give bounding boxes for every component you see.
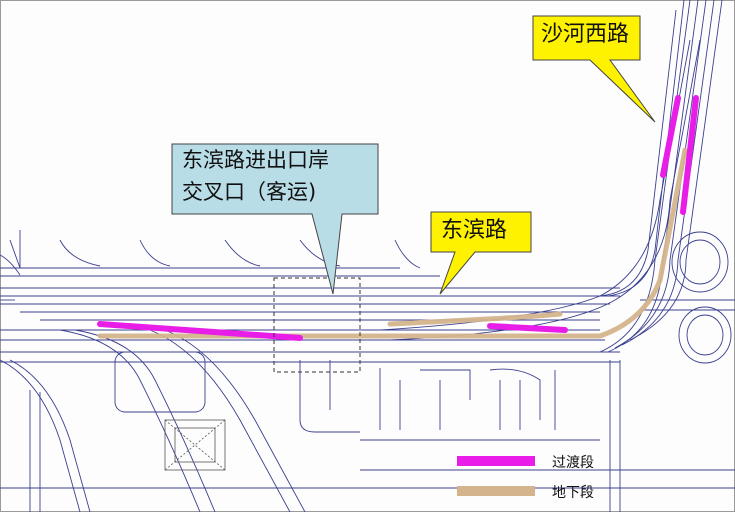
callout-dongbin-port bbox=[171, 143, 379, 295]
label-dongbin-port-line2: 交叉口（客运) bbox=[182, 180, 317, 204]
callout-dongbin-road bbox=[430, 211, 532, 295]
underground-section-main bbox=[97, 147, 688, 339]
building-complex bbox=[164, 419, 226, 471]
legend-swatch-underground bbox=[457, 486, 535, 496]
transition-section-north-1 bbox=[660, 95, 681, 178]
transition-section-west bbox=[97, 321, 303, 341]
label-dongbin-road: 东滨路 bbox=[441, 218, 508, 243]
study-area-dashed-box bbox=[273, 277, 361, 373]
label-shahe-west-road: 沙河西路 bbox=[541, 22, 630, 47]
underground-section-ramp bbox=[387, 311, 563, 327]
transition-section-north-2 bbox=[680, 95, 699, 215]
legend-label-transition: 过渡段 bbox=[552, 455, 594, 471]
legend-label-underground: 地下段 bbox=[552, 485, 594, 501]
legend-swatch-transition bbox=[457, 456, 535, 466]
callout-shahe-west-road bbox=[532, 15, 656, 123]
label-dongbin-port-line1: 东滨路进出口岸 bbox=[182, 148, 329, 172]
transition-section-east bbox=[487, 323, 568, 333]
